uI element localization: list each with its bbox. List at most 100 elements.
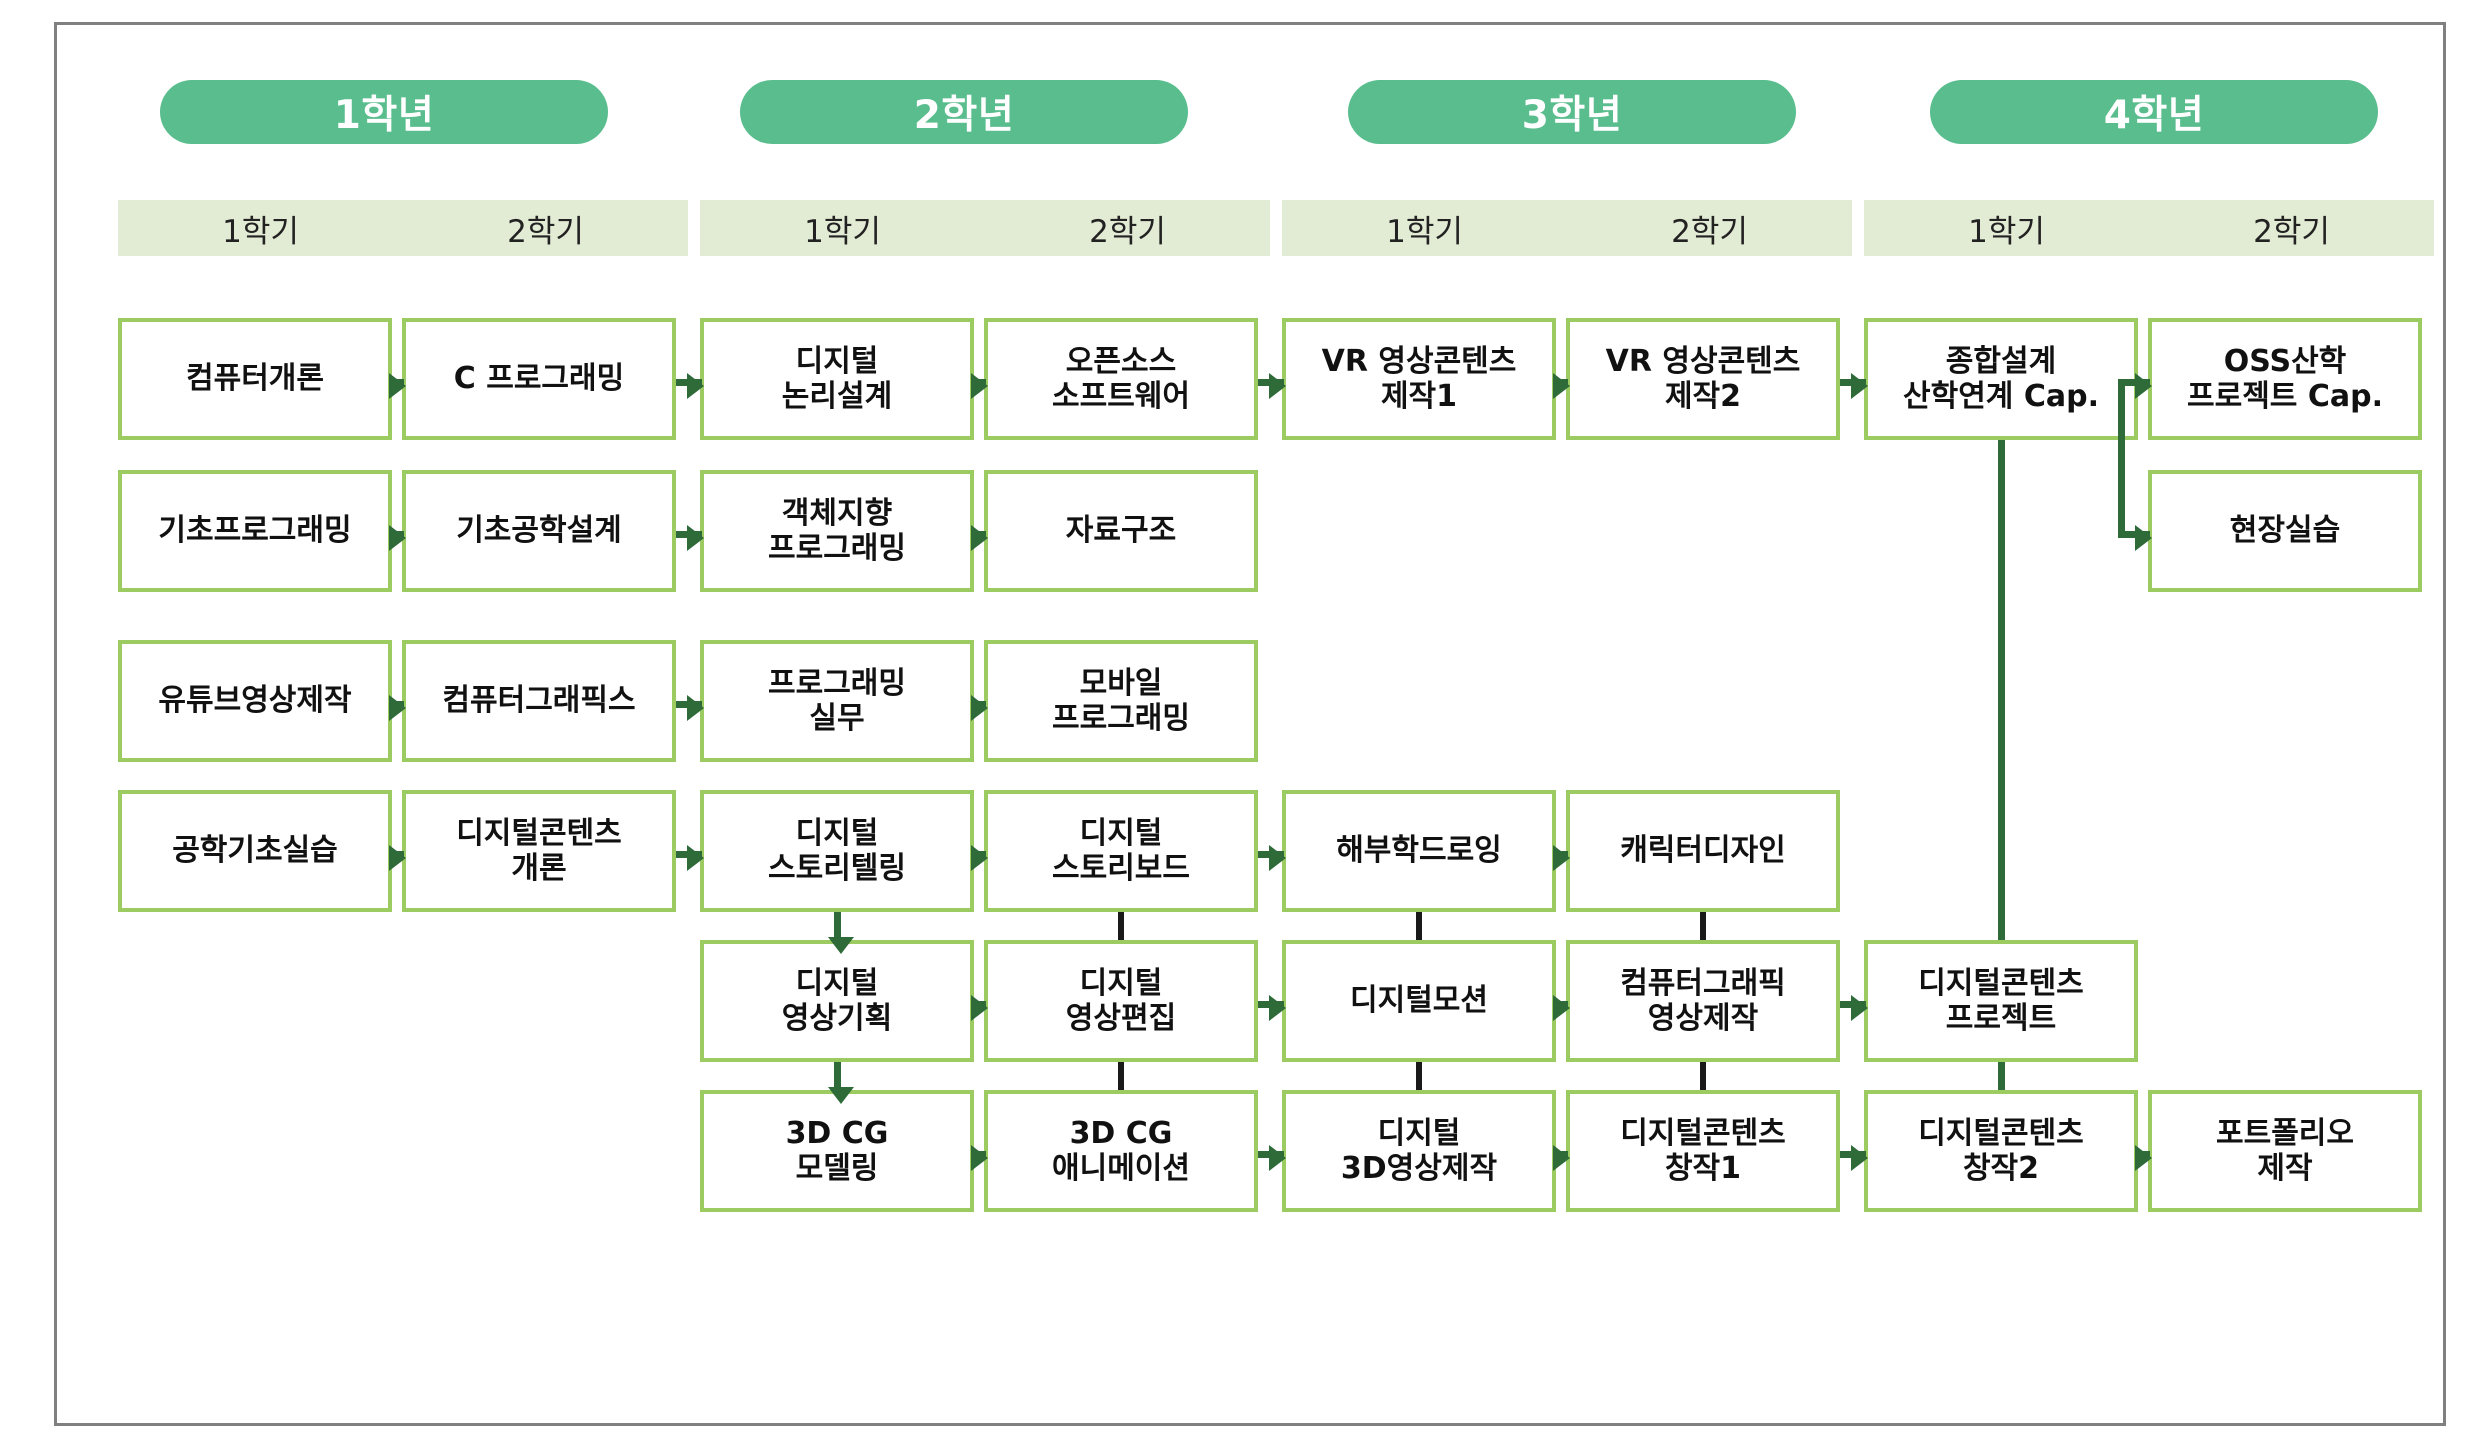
course-label: 자료구조 — [1065, 513, 1177, 549]
course-box[interactable]: 3D CG 애니메이션 — [984, 1090, 1258, 1212]
course-label: 종합설계 산학연계 Cap. — [1903, 343, 2099, 414]
course-box[interactable]: 컴퓨터개론 — [118, 318, 392, 440]
course-box[interactable]: 유튜브영상제작 — [118, 640, 392, 762]
branch-arm-upper — [2118, 373, 2152, 399]
semester-label-y4s1: 1학기 — [1968, 213, 2045, 250]
course-label: C 프로그래밍 — [453, 361, 625, 397]
flow-arrow — [1840, 373, 1868, 399]
course-box[interactable]: 디지털콘텐츠 창작2 — [1864, 1090, 2138, 1212]
flow-arrow — [1258, 845, 1286, 871]
course-box[interactable]: 디지털콘텐츠 창작1 — [1566, 1090, 1840, 1212]
flow-arrow — [1553, 373, 1570, 399]
course-box[interactable]: 디지털 3D영상제작 — [1282, 1090, 1556, 1212]
branch-arm-lower — [2118, 525, 2152, 551]
course-box[interactable]: 디지털모션 — [1282, 940, 1556, 1062]
course-label: 오픈소스 소프트웨어 — [1052, 343, 1190, 414]
course-box[interactable]: 모바일 프로그래밍 — [984, 640, 1258, 762]
course-box[interactable]: OSS산학 프로젝트 Cap. — [2148, 318, 2422, 440]
vertical-link — [1700, 912, 1706, 940]
flow-arrow — [2135, 1145, 2152, 1171]
course-box[interactable]: 디지털콘텐츠 개론 — [402, 790, 676, 912]
semester-label-y2s2: 2학기 — [1089, 213, 1166, 250]
vertical-link — [1118, 912, 1124, 940]
flow-arrow — [389, 525, 406, 551]
course-label: 객체지향 프로그래밍 — [768, 495, 906, 566]
course-box-field-practice[interactable]: 현장실습 — [2148, 470, 2422, 592]
course-box[interactable]: 디지털 스토리보드 — [984, 790, 1258, 912]
flow-arrow — [676, 695, 704, 721]
flow-arrow — [1258, 1145, 1286, 1171]
course-label: 컴퓨터그래픽 영상제작 — [1620, 965, 1786, 1036]
long-vertical-link — [1998, 440, 2005, 940]
flow-arrow — [971, 525, 988, 551]
flow-arrow — [1840, 995, 1868, 1021]
semester-band-year1: 1학기 2학기 — [118, 200, 688, 256]
vertical-link — [1416, 912, 1422, 940]
flow-arrow — [971, 373, 988, 399]
flow-arrow — [1840, 1145, 1868, 1171]
course-box[interactable]: 디지털 영상기획 — [700, 940, 974, 1062]
course-label: 3D CG 모델링 — [785, 1115, 889, 1186]
semester-band-year4: 1학기 2학기 — [1864, 200, 2434, 256]
course-label: 컴퓨터그래픽스 — [442, 683, 636, 719]
course-label: 디지털콘텐츠 프로젝트 — [1918, 965, 2084, 1036]
course-box[interactable]: 캐릭터디자인 — [1566, 790, 1840, 912]
course-box[interactable]: 컴퓨터그래픽스 — [402, 640, 676, 762]
course-box[interactable]: VR 영상콘텐츠 제작2 — [1566, 318, 1840, 440]
course-label: 디지털 영상기획 — [781, 965, 893, 1036]
flow-arrow — [676, 525, 704, 551]
course-label: 기초프로그래밍 — [158, 513, 352, 549]
branch-trunk — [2118, 379, 2125, 531]
course-label: 디지털 영상편집 — [1065, 965, 1177, 1036]
course-label: 디지털콘텐츠 창작2 — [1918, 1115, 2084, 1186]
course-box[interactable]: 디지털 영상편집 — [984, 940, 1258, 1062]
course-label: 공학기초실습 — [172, 833, 338, 869]
course-box[interactable]: 해부학드로잉 — [1282, 790, 1556, 912]
course-label: 캐릭터디자인 — [1620, 833, 1786, 869]
course-box[interactable]: 기초공학설계 — [402, 470, 676, 592]
flow-arrow — [971, 995, 988, 1021]
course-label: 컴퓨터개론 — [186, 361, 324, 397]
course-box[interactable]: 자료구조 — [984, 470, 1258, 592]
vertical-link — [1416, 1062, 1422, 1090]
year-pill-1: 1학년 — [160, 80, 608, 144]
flow-arrow — [971, 845, 988, 871]
semester-label-y3s1: 1학기 — [1386, 213, 1463, 250]
course-box[interactable]: 객체지향 프로그래밍 — [700, 470, 974, 592]
course-label: 프로그래밍 실무 — [768, 665, 906, 736]
course-box[interactable]: 기초프로그래밍 — [118, 470, 392, 592]
vertical-link — [1700, 1062, 1706, 1090]
course-label: VR 영상콘텐츠 제작2 — [1605, 343, 1801, 414]
course-box[interactable]: 종합설계 산학연계 Cap. — [1864, 318, 2138, 440]
year-pill-4-label: 4학년 — [2103, 93, 2205, 138]
vertical-link — [1998, 1062, 2005, 1090]
course-box[interactable]: 컴퓨터그래픽 영상제작 — [1566, 940, 1840, 1062]
semester-label-y1s2: 2학기 — [507, 213, 584, 250]
flow-arrow — [676, 845, 704, 871]
course-label: 디지털 논리설계 — [781, 343, 893, 414]
semester-label-y4s2: 2학기 — [2253, 213, 2330, 250]
course-label: 유튜브영상제작 — [158, 683, 352, 719]
course-box[interactable]: C 프로그래밍 — [402, 318, 676, 440]
flow-arrow — [971, 1145, 988, 1171]
year-pill-2-label: 2학년 — [913, 93, 1015, 138]
course-box[interactable]: 디지털콘텐츠 프로젝트 — [1864, 940, 2138, 1062]
course-label: VR 영상콘텐츠 제작1 — [1321, 343, 1517, 414]
course-box[interactable]: 오픈소스 소프트웨어 — [984, 318, 1258, 440]
course-box[interactable]: 3D CG 모델링 — [700, 1090, 974, 1212]
course-label: 현장실습 — [2229, 513, 2341, 549]
course-box[interactable]: 디지털 스토리텔링 — [700, 790, 974, 912]
course-box[interactable]: 공학기초실습 — [118, 790, 392, 912]
course-box[interactable]: 디지털 논리설계 — [700, 318, 974, 440]
year-pill-2: 2학년 — [740, 80, 1188, 144]
year-pill-3-label: 3학년 — [1521, 93, 1623, 138]
year-pill-1-label: 1학년 — [333, 93, 435, 138]
semester-label-y3s2: 2학기 — [1671, 213, 1748, 250]
course-box[interactable]: 포트폴리오 제작 — [2148, 1090, 2422, 1212]
semester-label-y2s1: 1학기 — [804, 213, 881, 250]
course-box[interactable]: 프로그래밍 실무 — [700, 640, 974, 762]
course-label: 모바일 프로그래밍 — [1052, 665, 1190, 736]
course-box[interactable]: VR 영상콘텐츠 제작1 — [1282, 318, 1556, 440]
vertical-flow-arrow — [828, 1062, 854, 1104]
